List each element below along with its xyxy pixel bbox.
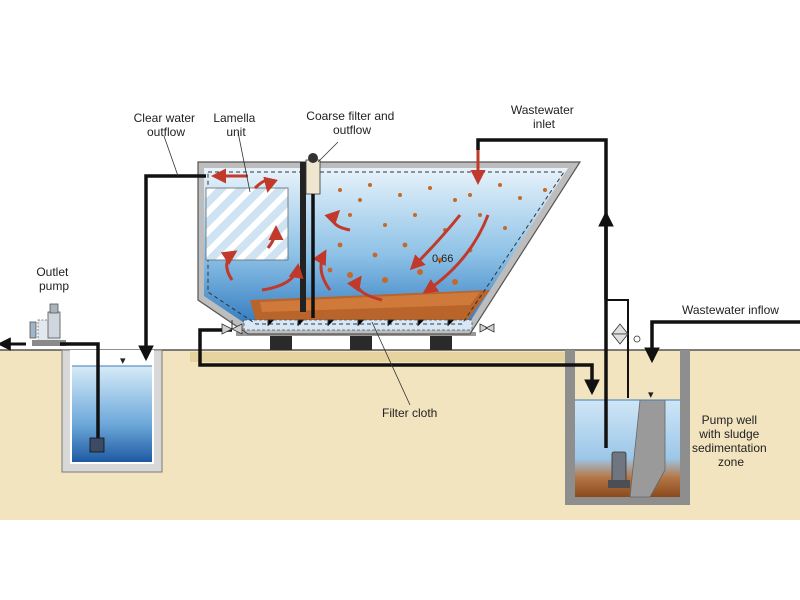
valve-icon bbox=[221, 320, 641, 345]
tank-supports bbox=[236, 332, 476, 350]
svg-text:▾: ▾ bbox=[120, 355, 126, 367]
leader-lines bbox=[163, 131, 411, 406]
filter-cloth-label: Filter cloth bbox=[382, 406, 437, 420]
outlet-pump-icon bbox=[0, 303, 66, 351]
pipes bbox=[60, 138, 800, 448]
outlet-pit: ▾ bbox=[61, 349, 163, 473]
pit-pump-icon bbox=[89, 437, 105, 453]
value-label: 0,66 bbox=[432, 253, 453, 265]
wastewater-inlet-label: Wastewater inlet bbox=[511, 103, 577, 131]
clear-water-outflow-label: Clear water outflow bbox=[134, 111, 199, 139]
lamella-unit-label: Lamella unit bbox=[213, 111, 258, 139]
flow-arrow-icon bbox=[211, 150, 490, 302]
coarse-filter-label: Coarse filter and outflow bbox=[306, 109, 397, 137]
labels: Clear water outflow Lamella unit Coarse … bbox=[36, 103, 779, 469]
svg-text:▾: ▾ bbox=[648, 389, 654, 401]
submersible-pump-icon bbox=[608, 451, 630, 488]
pump-well-label: Pump well with sludge sedimentation zone bbox=[692, 413, 770, 469]
wastewater-inflow-label: Wastewater inflow bbox=[682, 303, 779, 317]
outlet-pump-label: Outlet pump bbox=[36, 265, 71, 293]
filter-tank bbox=[197, 153, 582, 335]
